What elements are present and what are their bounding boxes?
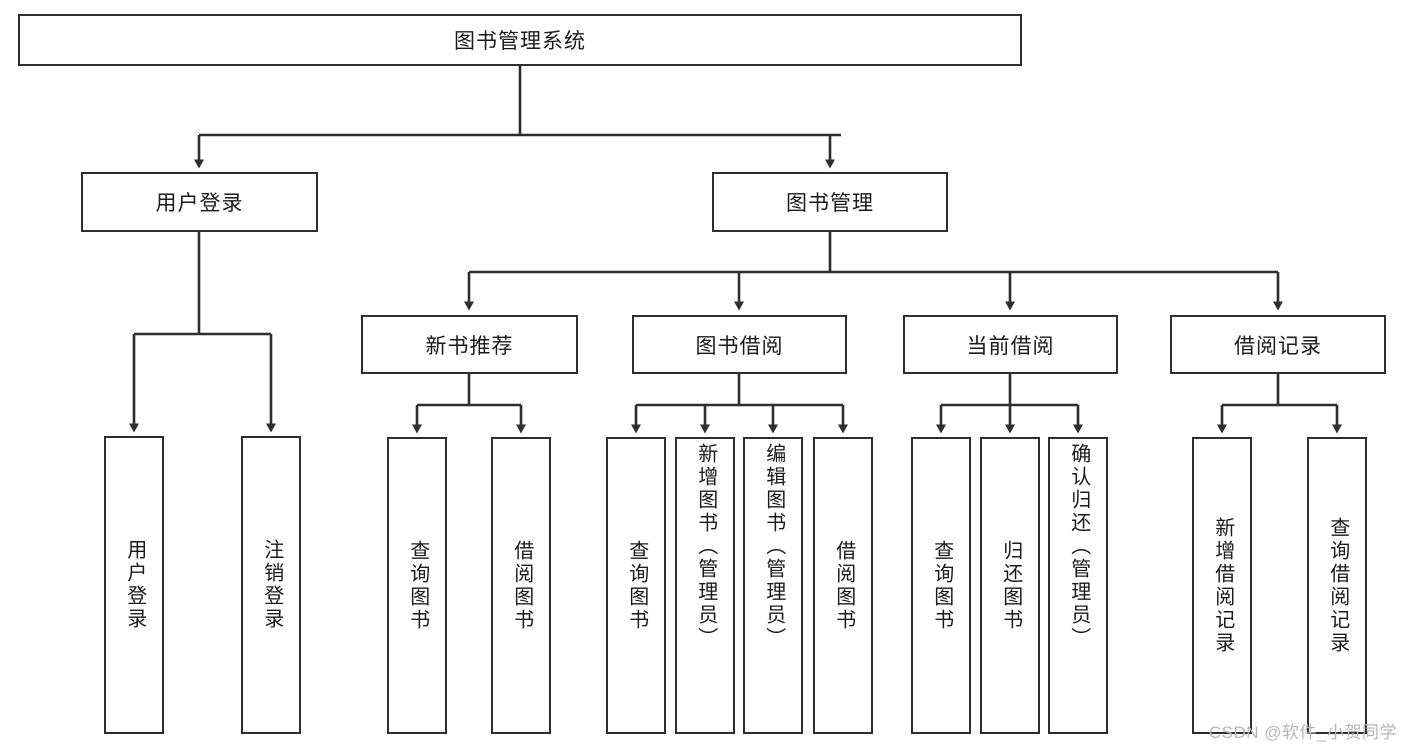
leaf-borrow-query-book[interactable]: 查询图书 <box>606 437 666 734</box>
node-label: 新增借阅记录 <box>1211 516 1234 655</box>
user-login-to-leaves-connectors <box>129 232 276 433</box>
node-new-book-recommendation[interactable]: 新书推荐 <box>361 315 578 374</box>
leaf-user-login[interactable]: 用户登录 <box>104 436 164 734</box>
node-label: 新增图书（管理员） <box>694 443 717 650</box>
node-label: 借阅图书 <box>510 539 533 632</box>
leaf-confirm-return-admin[interactable]: 确认归还（管理员） <box>1048 437 1108 734</box>
node-label: 新书推荐 <box>425 334 514 358</box>
leaf-add-borrow-record[interactable]: 新增借阅记录 <box>1192 437 1252 734</box>
leaf-logout[interactable]: 注销登录 <box>241 436 301 734</box>
node-label: 图书借阅 <box>695 334 784 358</box>
node-label: 查询图书 <box>625 539 648 632</box>
node-book-management[interactable]: 图书管理 <box>712 172 948 232</box>
node-label: 编辑图书（管理员） <box>762 443 785 650</box>
leaf-borrow-borrow-book[interactable]: 借阅图书 <box>813 437 873 734</box>
leaf-query-borrow-record[interactable]: 查询借阅记录 <box>1307 437 1367 734</box>
leaf-current-query-book[interactable]: 查询图书 <box>911 437 971 734</box>
book-manage-to-level3-connectors <box>464 232 1283 311</box>
leaf-new-book-borrow-book[interactable]: 借阅图书 <box>491 437 551 734</box>
leaf-return-book[interactable]: 归还图书 <box>980 437 1040 734</box>
leaf-new-book-query-book[interactable]: 查询图书 <box>387 437 447 734</box>
borrow-record-to-leaves-connectors <box>1217 374 1342 434</box>
node-label: 查询借阅记录 <box>1326 516 1349 655</box>
new-book-to-leaves-connectors <box>412 374 526 434</box>
root-to-level2-connectors <box>194 66 841 169</box>
node-label: 查询图书 <box>406 539 429 632</box>
node-book-borrowing[interactable]: 图书借阅 <box>632 315 847 374</box>
node-label: 借阅记录 <box>1234 334 1322 358</box>
leaf-edit-book-admin[interactable]: 编辑图书（管理员） <box>743 437 803 734</box>
node-borrowing-record[interactable]: 借阅记录 <box>1170 315 1386 374</box>
node-label: 用户登录 <box>155 192 244 215</box>
node-root-library-management-system[interactable]: 图书管理系统 <box>18 14 1022 66</box>
node-label: 确认归还（管理员） <box>1067 443 1090 650</box>
node-label: 当前借阅 <box>966 334 1055 358</box>
node-current-borrowing[interactable]: 当前借阅 <box>903 315 1118 374</box>
node-label: 图书管理 <box>786 192 874 215</box>
current-borrow-to-leaves-connectors <box>936 374 1083 434</box>
node-user-login[interactable]: 用户登录 <box>81 172 318 232</box>
node-label: 查询图书 <box>930 539 953 632</box>
node-label: 图书管理系统 <box>454 30 586 53</box>
node-label: 借阅图书 <box>832 539 855 632</box>
book-borrow-to-leaves-connectors <box>631 374 848 434</box>
node-label: 用户登录 <box>123 539 146 631</box>
node-label: 归还图书 <box>999 539 1022 632</box>
leaf-add-book-admin[interactable]: 新增图书（管理员） <box>675 437 735 734</box>
node-label: 注销登录 <box>260 539 283 631</box>
